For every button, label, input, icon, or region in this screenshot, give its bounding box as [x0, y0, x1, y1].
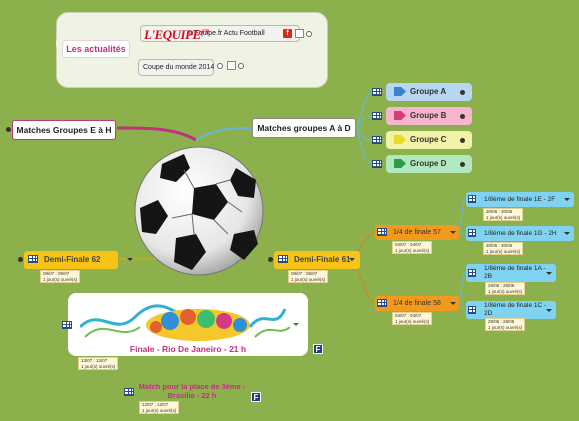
quarter-final-58[interactable]: 1/4 de finale 58 — [375, 296, 459, 311]
world-cup-banner-image — [80, 304, 290, 341]
feed-lequipe[interactable]: L'Equipe.fr Actu Football — [140, 25, 300, 42]
semi-final-61[interactable]: Demi-Finale 61 — [274, 251, 360, 269]
table-icon[interactable] — [124, 388, 134, 396]
table-icon — [377, 228, 387, 236]
r16-1a-2b[interactable]: 1/8ème de finale 1A - 2B — [466, 264, 556, 282]
dropdown-caret-icon[interactable] — [127, 258, 133, 261]
topic-groupes-a-d[interactable]: Matches groupes A à D — [252, 118, 356, 138]
group-b[interactable]: Groupe B — [386, 107, 472, 125]
expand-group-c-icon[interactable] — [460, 138, 465, 143]
table-icon — [468, 269, 476, 277]
topic-groupes-e-h[interactable]: Matches Groupes E à H — [12, 120, 116, 140]
news-label[interactable]: Les actualités — [62, 40, 130, 58]
final-title: Finale - Rio De Janeiro - 21 h — [129, 344, 247, 354]
dropdown-caret-icon[interactable] — [564, 232, 570, 235]
expand-group-d-icon[interactable] — [460, 162, 465, 167]
r16-1c-2d[interactable]: 1/8ème de finale 1C - 2D — [466, 301, 556, 319]
tag-icon — [394, 87, 406, 96]
dropdown-caret-icon[interactable] — [450, 231, 456, 234]
expand-semi61-icon[interactable] — [268, 257, 273, 262]
group-d[interactable]: Groupe D — [386, 155, 472, 173]
add-node-icon[interactable] — [238, 63, 244, 69]
third-place-title[interactable]: Match pour la place de 3ème - Brasilia -… — [138, 382, 246, 400]
dropdown-caret-icon[interactable] — [546, 309, 552, 312]
expand-left-icon[interactable] — [6, 127, 11, 132]
table-icon[interactable] — [62, 321, 72, 329]
dropdown-caret-icon[interactable] — [546, 272, 552, 275]
table-icon — [468, 195, 476, 203]
expand-group-b-icon[interactable] — [460, 114, 465, 119]
table-icon — [468, 229, 476, 237]
soccer-ball-image — [134, 146, 264, 276]
soccer-ball-icon — [217, 63, 223, 69]
table-icon — [278, 255, 288, 263]
table-icon[interactable] — [372, 112, 382, 120]
expand-group-a-icon[interactable] — [460, 90, 465, 95]
feed-coupe[interactable]: Coupe du monde 2014 — [138, 59, 214, 76]
group-c[interactable]: Groupe C — [386, 131, 472, 149]
feed-lequipe-label: L'Equipe.fr Actu Football — [189, 30, 265, 37]
lequipe-logo: L'EQUIPE.FR — [144, 27, 209, 42]
table-icon — [377, 299, 387, 307]
table-icon — [468, 306, 476, 314]
feed-coupe-label: Coupe du monde 2014 — [143, 64, 215, 71]
quarter-final-57[interactable]: 1/4 de finale 57 — [375, 225, 459, 240]
r16-1e-2f[interactable]: 1/8ème de finale 1E - 2F — [466, 192, 574, 207]
note-icon[interactable] — [227, 61, 236, 70]
dropdown-caret-icon[interactable] — [293, 323, 299, 326]
dropdown-caret-icon[interactable] — [349, 258, 355, 261]
note-icon[interactable] — [295, 29, 304, 38]
table-icon[interactable] — [372, 136, 382, 144]
flag-badge[interactable]: F — [251, 392, 261, 402]
tag-icon — [394, 111, 406, 120]
table-icon — [28, 255, 38, 263]
semi-final-62[interactable]: Demi-Finale 62 — [24, 251, 133, 269]
table-icon[interactable] — [372, 88, 382, 96]
dropdown-caret-icon[interactable] — [564, 198, 570, 201]
tag-icon — [394, 159, 406, 168]
flag-badge[interactable]: F — [313, 344, 323, 354]
expand-semi62-icon[interactable] — [18, 257, 23, 262]
r16-1g-2h[interactable]: 1/8ème de finale 1G - 2H — [466, 226, 574, 241]
group-a[interactable]: Groupe A — [386, 83, 472, 101]
add-node-icon[interactable] — [306, 31, 312, 37]
table-icon[interactable] — [372, 160, 382, 168]
tag-icon — [394, 135, 406, 144]
dropdown-caret-icon[interactable] — [450, 302, 456, 305]
rss-icon[interactable]: f — [283, 29, 292, 38]
